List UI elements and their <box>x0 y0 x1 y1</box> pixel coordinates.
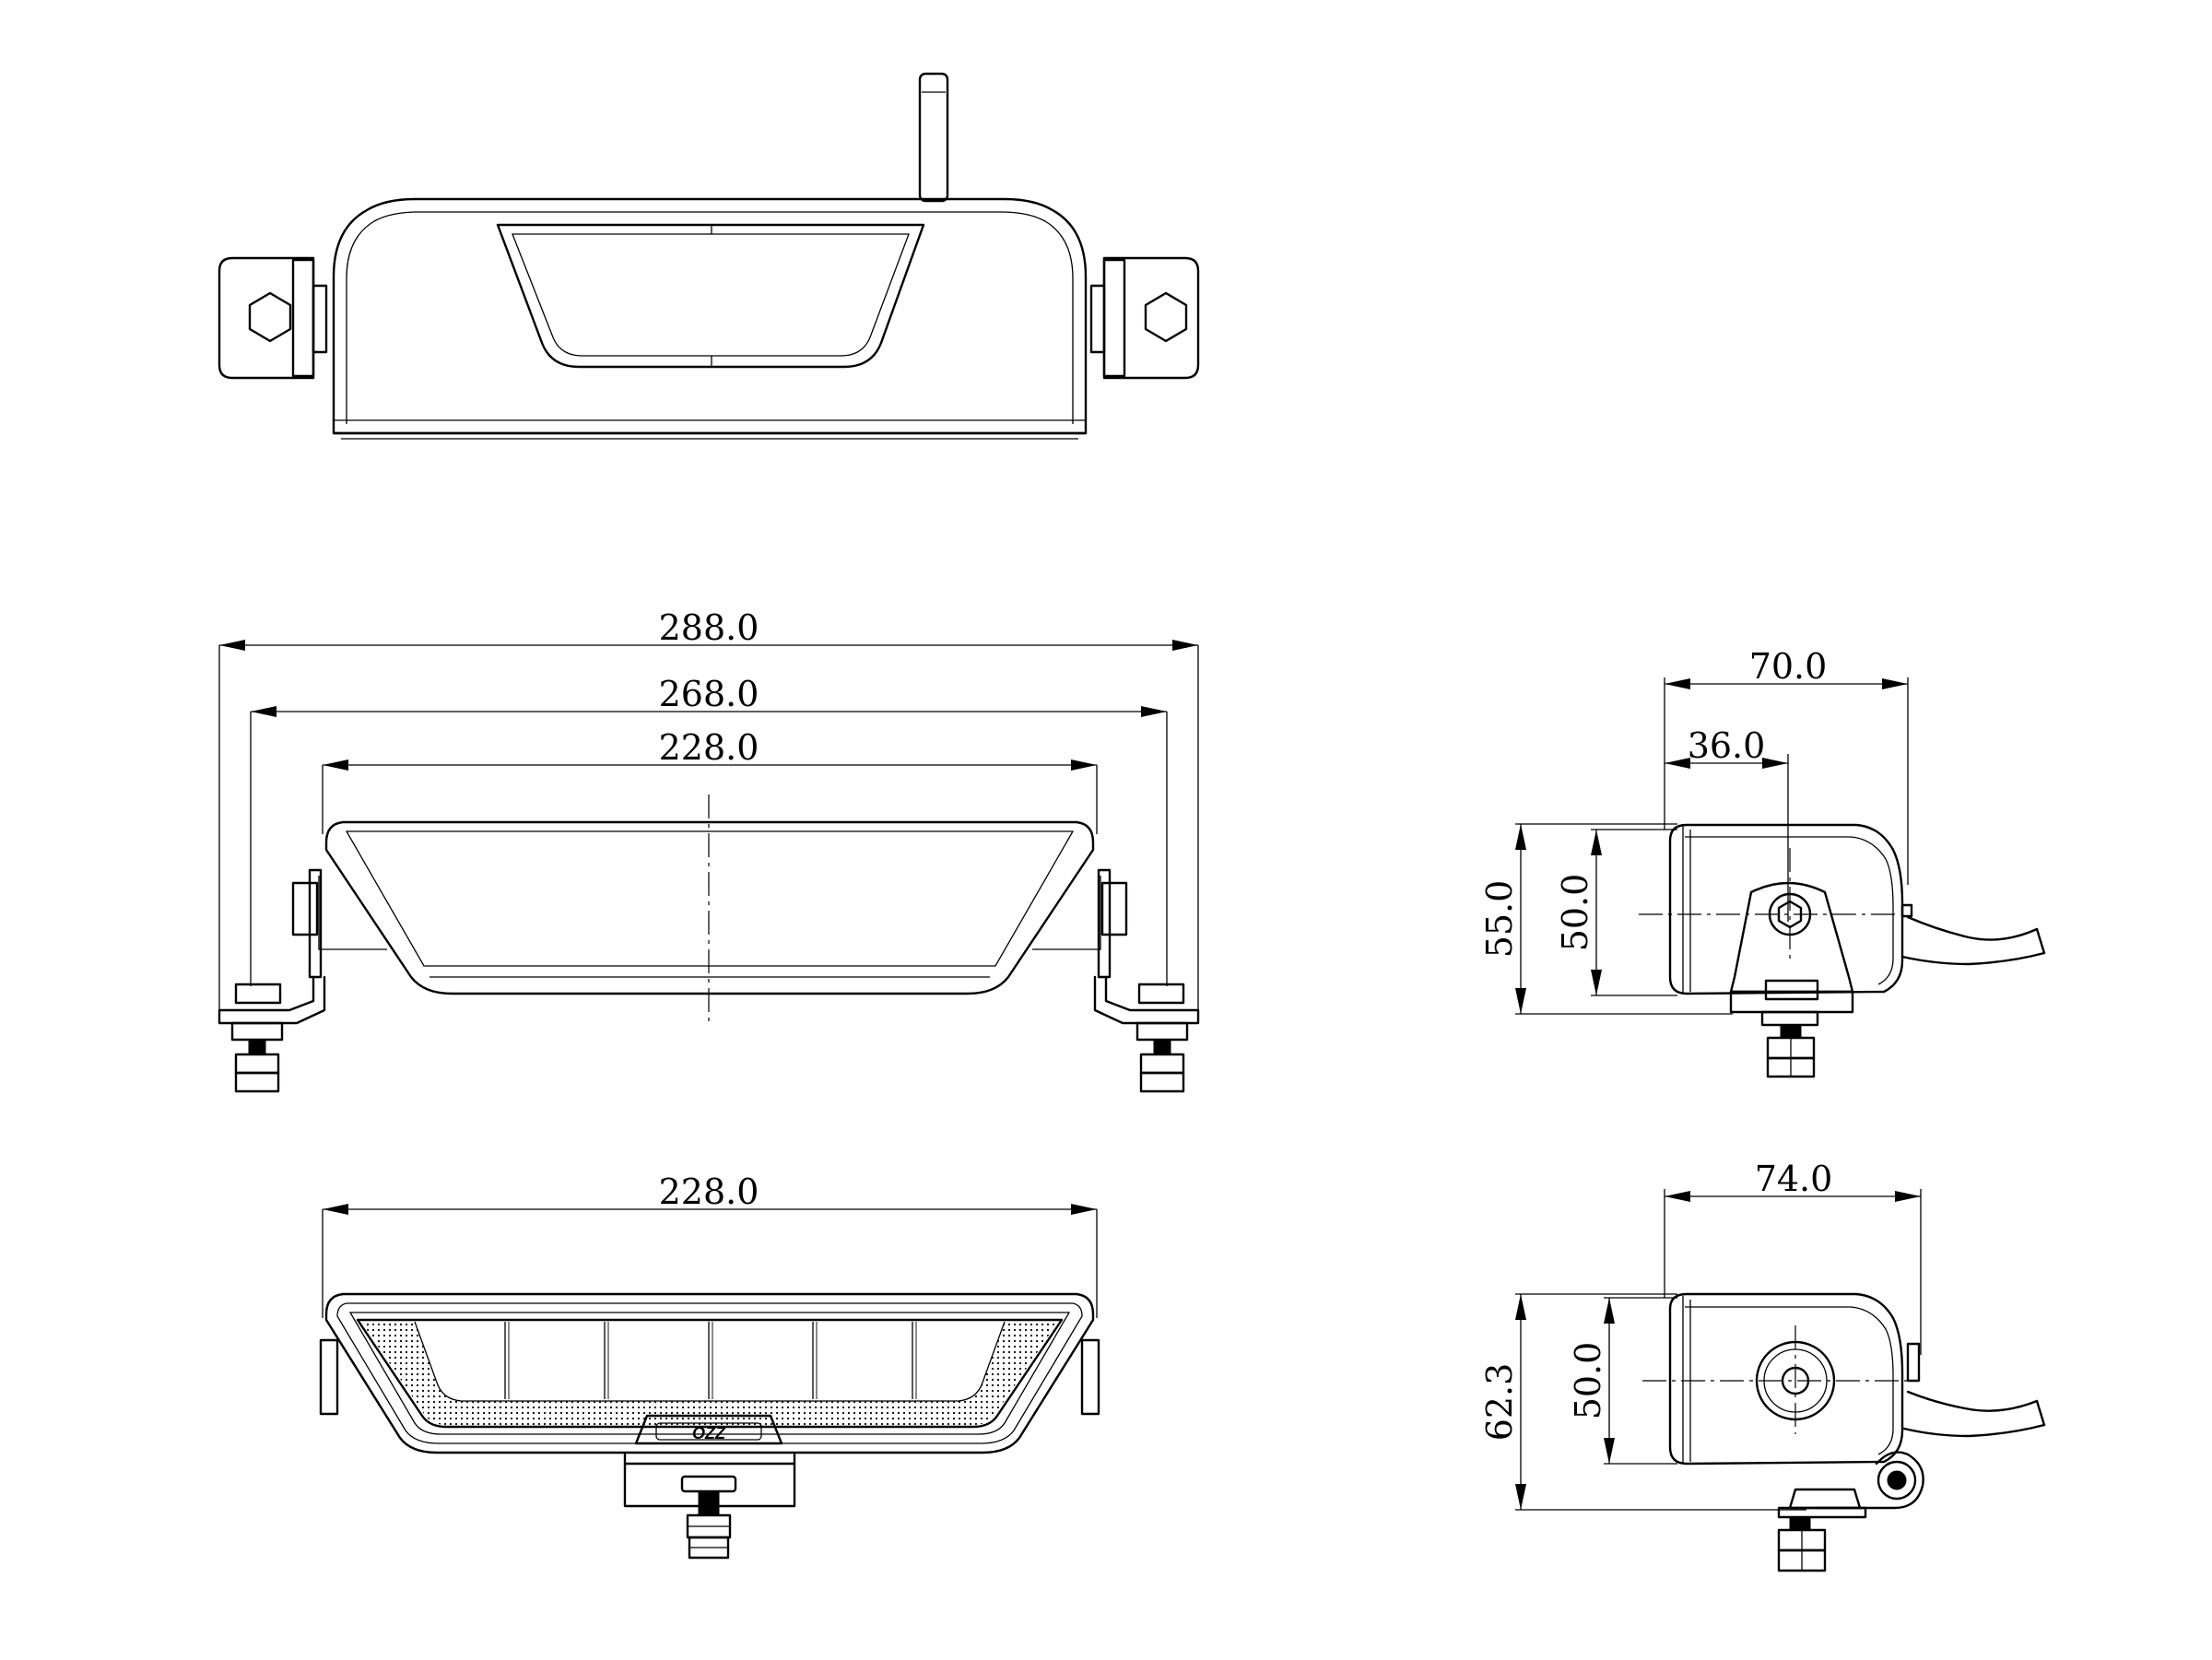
side-view-upper: 70.0 36.0 55.0 50.0 <box>1479 646 2046 1078</box>
dimension-label: 268.0 <box>659 674 759 714</box>
dimension-label: 50.0 <box>1568 1342 1608 1420</box>
dimension-label: 70.0 <box>1749 646 1828 687</box>
dimension-label: 228.0 <box>659 727 759 768</box>
side-view-lower: 74.0 62.3 50.0 <box>1479 1159 2046 1572</box>
dimension-label: 55.0 <box>1479 880 1520 959</box>
dimension-label: 36.0 <box>1688 725 1766 766</box>
brand-logo: OZZ <box>692 1424 726 1442</box>
front-view: 288.0 268.0 228.0 <box>218 607 1200 1093</box>
dimension-label: 288.0 <box>659 607 759 648</box>
lens-view: 228.0 OZZ <box>319 1171 1100 1560</box>
dimension-label: 228.0 <box>659 1171 759 1212</box>
nut-icon <box>1144 291 1188 343</box>
dimension-label: 50.0 <box>1555 874 1595 952</box>
nut-icon <box>248 291 292 343</box>
top-view <box>218 72 1200 440</box>
dimension-label: 74.0 <box>1755 1159 1833 1199</box>
dimension-label: 62.3 <box>1479 1363 1520 1442</box>
